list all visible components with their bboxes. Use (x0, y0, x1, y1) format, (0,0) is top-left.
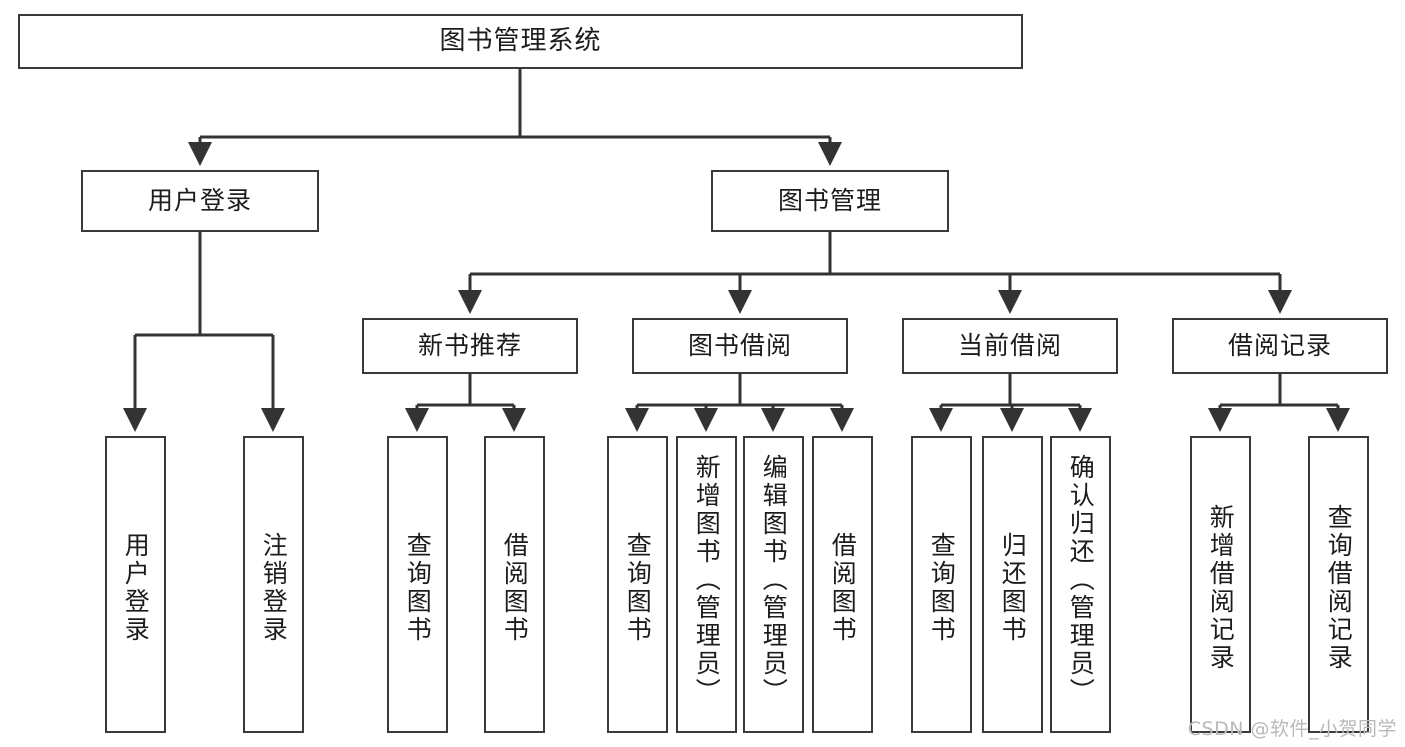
node-label: 新书推荐 (417, 330, 522, 360)
node-level3[interactable]: 借阅记录 (1172, 318, 1388, 374)
leaf-content: 编辑图书（管理员） (745, 444, 802, 731)
leaf-content: 查询图书 (913, 444, 970, 731)
leaf-content: 用户登录 (107, 444, 164, 731)
leaf-content: 确认归还（管理员） (1052, 444, 1109, 731)
leaf-content: 注销登录 (245, 444, 302, 731)
leaf-content: 借阅图书 (486, 444, 543, 731)
node-label: 查询图书 (403, 531, 433, 644)
node-leaf[interactable]: 编辑图书（管理员） (743, 436, 804, 733)
node-label: 用户登录 (121, 531, 151, 644)
node-label: 图书管理系统 (439, 25, 602, 56)
node-leaf[interactable]: 查询图书 (387, 436, 448, 733)
node-leaf[interactable]: 查询图书 (607, 436, 668, 733)
node-level3[interactable]: 新书推荐 (362, 318, 578, 374)
leaf-content: 查询图书 (389, 444, 446, 731)
node-label: 确认归还（管理员） (1066, 454, 1096, 706)
watermark-text: CSDN @软件_小贺同学 (1187, 718, 1397, 740)
node-label: 注销登录 (259, 531, 289, 644)
node-label: 查询借阅记录 (1324, 503, 1354, 672)
node-leaf[interactable]: 查询借阅记录 (1308, 436, 1369, 733)
node-root[interactable]: 图书管理系统 (18, 14, 1023, 69)
node-leaf[interactable]: 用户登录 (105, 436, 166, 733)
leaf-content: 新增借阅记录 (1192, 444, 1249, 731)
node-label: 编辑图书（管理员） (759, 454, 789, 706)
node-label: 借阅图书 (500, 531, 530, 644)
node-leaf[interactable]: 归还图书 (982, 436, 1043, 733)
node-leaf[interactable]: 新增图书（管理员） (676, 436, 737, 733)
node-level3[interactable]: 当前借阅 (902, 318, 1118, 374)
leaf-content: 归还图书 (984, 444, 1041, 731)
leaf-content: 查询图书 (609, 444, 666, 731)
node-label: 查询图书 (623, 531, 653, 644)
leaf-content: 借阅图书 (814, 444, 871, 731)
node-leaf[interactable]: 借阅图书 (484, 436, 545, 733)
node-label: 查询图书 (927, 531, 957, 644)
node-level2[interactable]: 图书管理 (711, 170, 949, 232)
node-leaf[interactable]: 查询图书 (911, 436, 972, 733)
node-leaf[interactable]: 借阅图书 (812, 436, 873, 733)
node-leaf[interactable]: 确认归还（管理员） (1050, 436, 1111, 733)
node-label: 新增借阅记录 (1206, 503, 1236, 672)
node-label: 借阅记录 (1227, 330, 1332, 360)
node-label: 新增图书（管理员） (692, 454, 722, 706)
node-level2[interactable]: 用户登录 (81, 170, 319, 232)
leaf-content: 新增图书（管理员） (678, 444, 735, 731)
node-label: 当前借阅 (957, 330, 1062, 360)
node-level3[interactable]: 图书借阅 (632, 318, 848, 374)
node-label: 借阅图书 (828, 531, 858, 644)
leaf-content: 查询借阅记录 (1310, 444, 1367, 731)
node-label: 图书管理 (777, 185, 882, 215)
node-label: 图书借阅 (687, 330, 792, 360)
node-leaf[interactable]: 新增借阅记录 (1190, 436, 1251, 733)
node-label: 归还图书 (998, 531, 1028, 644)
node-leaf[interactable]: 注销登录 (243, 436, 304, 733)
node-label: 用户登录 (147, 185, 252, 215)
